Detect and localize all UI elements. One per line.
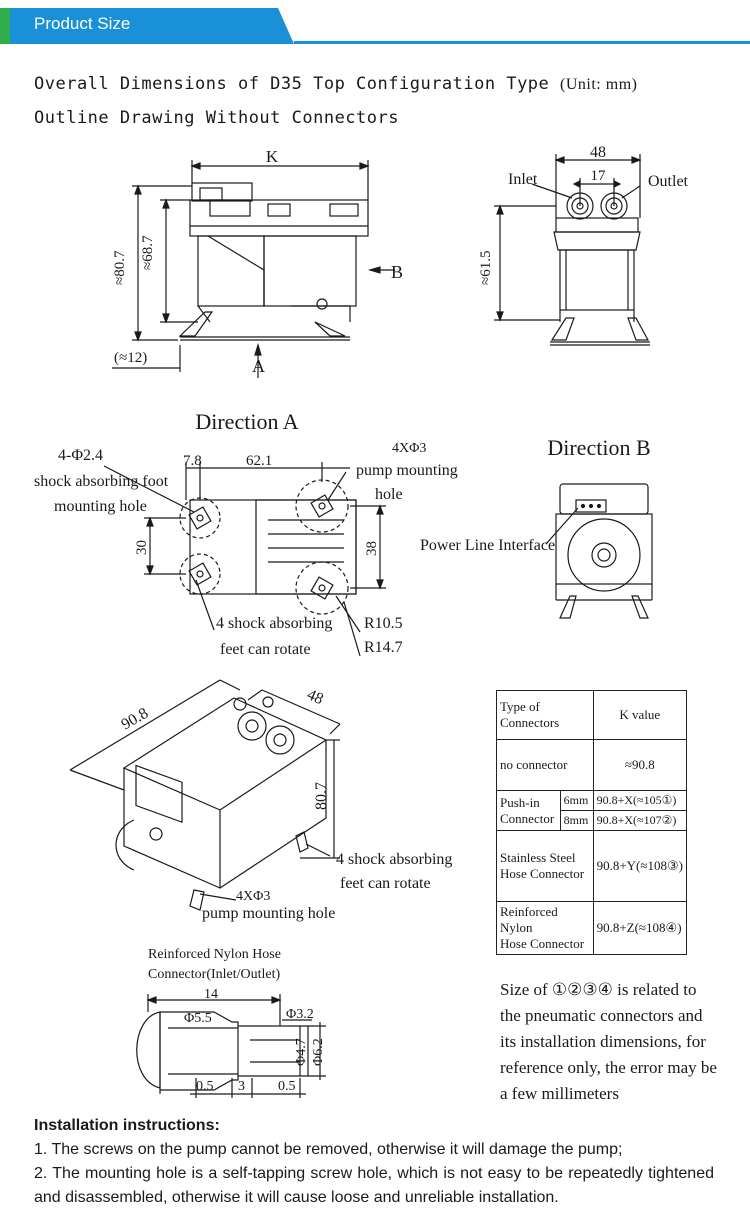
table-row: Reinforced Nylon Hose Connector 90.8+Z(≈… (496, 901, 688, 955)
heading-line-2: Outline Drawing Without Connectors (34, 108, 399, 128)
row-steel-k: 90.8+Y(≈108③) (592, 830, 688, 902)
table-row: Stainless Steel Hose Connector 90.8+Y(≈1… (496, 830, 688, 902)
iso-feet-label-1: 4 shock absorbing (336, 851, 452, 868)
hose-diameter-6-2: Φ6.2 (311, 1038, 326, 1066)
push-in-8mm-size: 8mm (559, 810, 594, 831)
front-k-label: K (266, 147, 279, 166)
row-no-connector-k: ≈90.8 (592, 739, 688, 791)
header-type-line-2: Connectors (500, 715, 560, 730)
pump-hole-spec: 4XΦ3 (392, 441, 426, 456)
front-height-total: ≈80.7 (112, 250, 128, 285)
pump-hole-label-1: pump mounting (356, 462, 458, 479)
header-type-line-1: Type of (500, 699, 540, 714)
dim-62-1: 62.1 (246, 453, 272, 469)
radius-14-7: R14.7 (364, 639, 403, 656)
iso-length: 90.8 (119, 705, 152, 734)
heading-line-1: Overall Dimensions of D35 Top Configurat… (34, 74, 637, 94)
note-line-3: its installation dimensions, for (500, 1032, 706, 1051)
header-k-cell: K value (592, 690, 688, 740)
push-in-6mm-k: 90.8+X(≈105①) (592, 790, 688, 811)
row-push-in-type: Push-in Connector (496, 790, 561, 831)
front-foot-height: (≈12) (114, 350, 147, 366)
dim-38: 38 (364, 541, 380, 556)
rotating-feet-label-1: 4 shock absorbing (216, 615, 332, 632)
side-height: ≈61.5 (478, 251, 494, 285)
outlet-label: Outlet (648, 173, 689, 190)
instructions-title: Installation instructions: (34, 1117, 220, 1134)
banner-rule (294, 41, 750, 44)
nylon-line-1: Reinforced Nylon (500, 904, 558, 935)
instruction-item-2: 2. The mounting hole is a self-tapping s… (34, 1165, 714, 1206)
installation-instructions: Installation instructions: 1. The screws… (34, 1114, 714, 1210)
arrow-a-label: A (252, 356, 265, 376)
power-line-label: Power Line Interface (420, 537, 555, 554)
front-view-drawing (112, 160, 395, 378)
row-no-connector-type: no connector (496, 739, 594, 791)
note-line-2: the pneumatic connectors and (500, 1006, 703, 1025)
row-steel-type: Stainless Steel Hose Connector (496, 830, 594, 902)
section-banner: Product Size (0, 8, 750, 44)
dim-30: 30 (134, 540, 150, 555)
steel-line-1: Stainless Steel (500, 850, 576, 865)
inlet-label: Inlet (508, 171, 538, 188)
rotating-feet-label-2: feet can rotate (220, 641, 311, 658)
hose-title-1: Reinforced Nylon Hose (148, 947, 281, 962)
heading-unit: (Unit: mm) (560, 76, 638, 93)
arrow-b-label: B (391, 262, 403, 282)
iso-feet-label-2: feet can rotate (340, 875, 431, 892)
row-nylon-k: 90.8+Z(≈108④) (592, 901, 688, 955)
foot-hole-label-2: mounting hole (54, 498, 147, 515)
banner-accent (0, 8, 10, 44)
side-width: 48 (590, 144, 606, 161)
hose-length: 14 (204, 987, 218, 1002)
iso-height: 80.7 (313, 782, 330, 810)
direction-a-drawing (103, 462, 386, 657)
instruction-item-1: 1. The screws on the pump cannot be remo… (34, 1141, 623, 1158)
hose-inner-diameter: Φ5.5 (184, 1011, 212, 1026)
hose-diameter-4-7: Φ4.7 (294, 1038, 309, 1066)
direction-a-title: Direction A (195, 409, 298, 434)
push-in-line-1: Push-in (500, 794, 540, 810)
banner-bar (0, 8, 294, 44)
front-height-body: ≈68.7 (140, 235, 156, 270)
k-value-table: Type of Connectors K value no connector … (496, 690, 688, 955)
hose-connector-drawing (136, 994, 326, 1098)
table-row: no connector ≈90.8 (496, 739, 688, 791)
dim-7-8: 7.8 (183, 453, 202, 469)
note-line-1: Size of ①②③④ is related to (500, 980, 697, 999)
steel-line-2: Hose Connector (500, 866, 585, 881)
size-note: Size of ①②③④ is related to the pneumatic… (500, 977, 730, 1107)
banner-title: Product Size (34, 14, 131, 33)
side-view-drawing (494, 154, 650, 346)
foot-hole-label-1: shock absorbing foot (34, 473, 169, 490)
radius-10-5: R10.5 (364, 615, 403, 632)
push-in-line-2: Connector (500, 810, 555, 826)
table-header-row: Type of Connectors K value (496, 690, 688, 740)
iso-holes-spec: 4XΦ3 (236, 889, 270, 904)
row-nylon-type: Reinforced Nylon Hose Connector (496, 901, 594, 955)
note-line-4: reference only, the error may be (500, 1058, 717, 1077)
isometric-view-drawing (69, 679, 341, 911)
iso-holes-label: pump mounting hole (202, 905, 335, 922)
hose-dim-c: 0.5 (278, 1079, 296, 1094)
side-gap: 17 (591, 168, 607, 184)
hose-bore-diameter: Φ3.2 (286, 1007, 314, 1022)
heading-title: Overall Dimensions of D35 Top Configurat… (34, 74, 550, 94)
hose-title-2: Connector(Inlet/Outlet) (148, 967, 281, 982)
note-line-5: a few millimeters (500, 1084, 619, 1103)
pump-hole-label-2: hole (375, 486, 403, 503)
push-in-8mm-k: 90.8+X(≈107②) (592, 810, 688, 831)
header-type-cell: Type of Connectors (496, 690, 594, 740)
nylon-line-2: Hose Connector (500, 936, 585, 951)
direction-b-drawing (545, 483, 653, 619)
direction-b-title: Direction B (547, 435, 650, 460)
foot-hole-spec: 4-Φ2.4 (58, 447, 103, 464)
hose-dim-b: 3 (238, 1079, 245, 1094)
hose-dim-a: 0.5 (196, 1079, 214, 1094)
iso-width: 48 (304, 686, 326, 708)
table-row: Push-in Connector 6mm 90.8+X(≈105①) (496, 790, 688, 831)
push-in-6mm-size: 6mm (559, 790, 594, 811)
